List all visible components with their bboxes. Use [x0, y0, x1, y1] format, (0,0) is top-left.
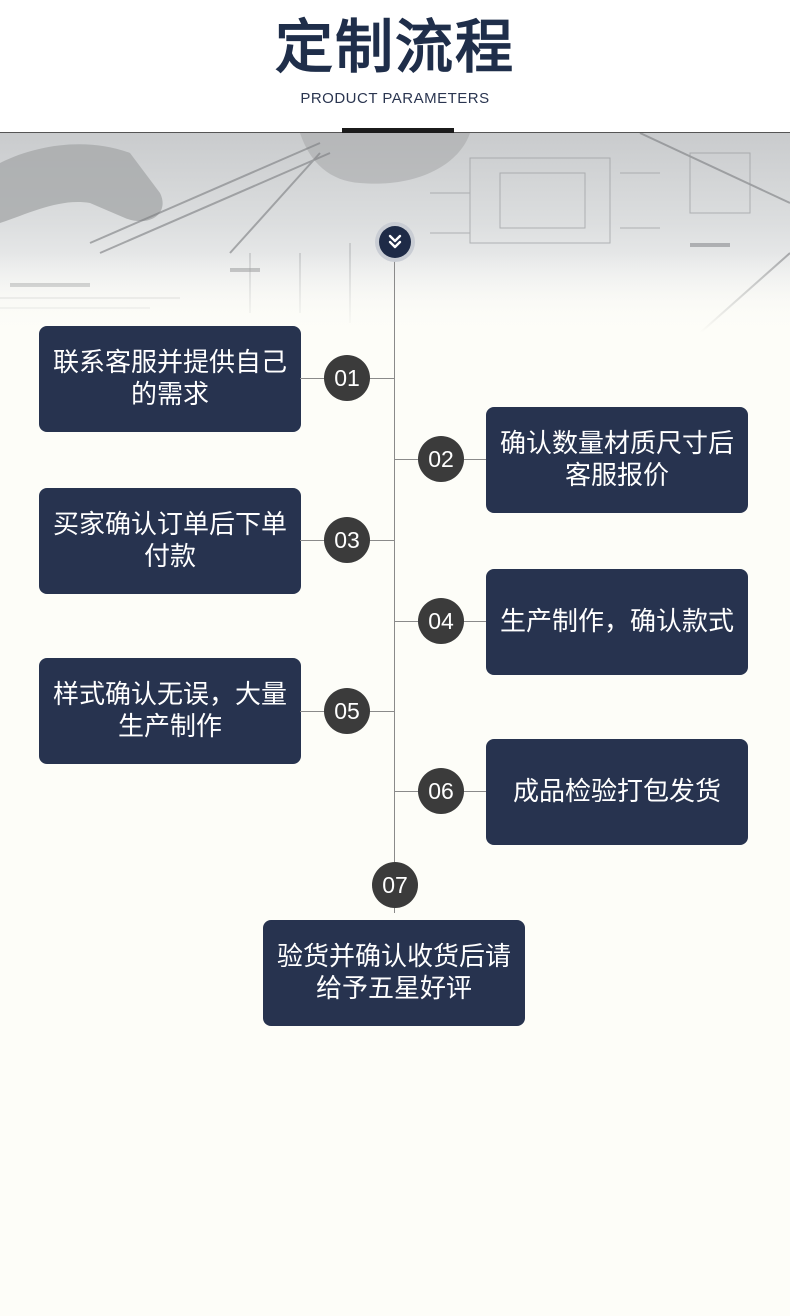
step-06-box: 成品检验打包发货 [486, 739, 748, 845]
step-02-box: 确认数量材质尺寸后客服报价 [486, 407, 748, 513]
page-header: 定制流程 PRODUCT PARAMETERS [0, 0, 790, 133]
step-01-box: 联系客服并提供自己的需求 [39, 326, 301, 432]
double-chevron-down-icon [388, 234, 402, 249]
step-07-box: 验货并确认收货后请给予五星好评 [263, 920, 525, 1026]
step-07-text: 验货并确认收货后请给予五星好评 [277, 942, 512, 1004]
step-04-number: 04 [418, 598, 464, 644]
step-02-number: 02 [418, 436, 464, 482]
step-03-number: 03 [324, 517, 370, 563]
timeline-spine [394, 243, 395, 913]
step-06-number: 06 [418, 768, 464, 814]
step-03-box: 买家确认订单后下单付款 [39, 488, 301, 594]
step-05-number: 05 [324, 688, 370, 734]
page-subtitle: PRODUCT PARAMETERS [300, 90, 490, 107]
step-01-number: 01 [324, 355, 370, 401]
step-06-text: 成品检验打包发货 [512, 777, 721, 807]
step-04-text: 生产制作，确认款式 [500, 607, 735, 637]
step-02-text: 确认数量材质尺寸后客服报价 [500, 429, 735, 491]
banner-fade [0, 253, 790, 333]
step-04-box: 生产制作，确认款式 [486, 569, 748, 675]
step-07-number: 07 [372, 862, 418, 908]
step-03-text: 买家确认订单后下单付款 [53, 510, 288, 572]
page-title: 定制流程 [274, 13, 515, 81]
timeline-start-badge [379, 226, 411, 258]
step-05-text: 样式确认无误，大量生产制作 [53, 680, 288, 742]
step-01-text: 联系客服并提供自己的需求 [53, 348, 288, 410]
header-accent-bar [342, 128, 454, 134]
step-05-box: 样式确认无误，大量生产制作 [39, 658, 301, 764]
